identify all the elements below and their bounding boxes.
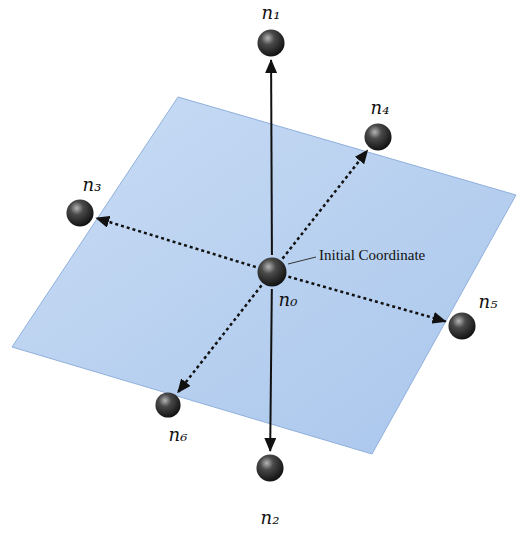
coordinate-plane [12, 97, 516, 454]
sphere-node: n₂ [256, 454, 284, 482]
callout-label: Initial Coordinate [319, 248, 425, 263]
dotted-arrow [178, 285, 262, 392]
solid-arrow [270, 289, 272, 451]
sphere-shape [155, 392, 181, 418]
leader-line [288, 257, 316, 264]
node-label: n₅ [479, 293, 498, 311]
dotted-arrow [96, 218, 255, 267]
sphere-shape [448, 312, 476, 340]
sphere-shape [66, 199, 94, 227]
sphere-shape [364, 123, 392, 151]
sphere-shape [256, 454, 284, 482]
node-label: n₄ [371, 99, 390, 117]
sphere-node: n₅ [448, 312, 476, 340]
sphere-shape [257, 257, 287, 287]
node-label: n₁ [262, 4, 281, 22]
sphere-node: n₀ [257, 257, 287, 287]
dotted-arrow [288, 277, 445, 322]
sphere-node: n₆ [155, 392, 181, 418]
dotted-arrow [282, 150, 367, 258]
sphere-node: n₁ [257, 29, 285, 57]
node-label: n₀ [279, 291, 298, 309]
sphere-node: n₄ [364, 123, 392, 151]
node-label: n₂ [261, 509, 280, 527]
sphere-shape [257, 29, 285, 57]
solid-arrow [270, 60, 273, 255]
node-label: n₆ [169, 426, 188, 444]
node-label: n₃ [83, 176, 102, 194]
sphere-node: n₃ [66, 199, 94, 227]
